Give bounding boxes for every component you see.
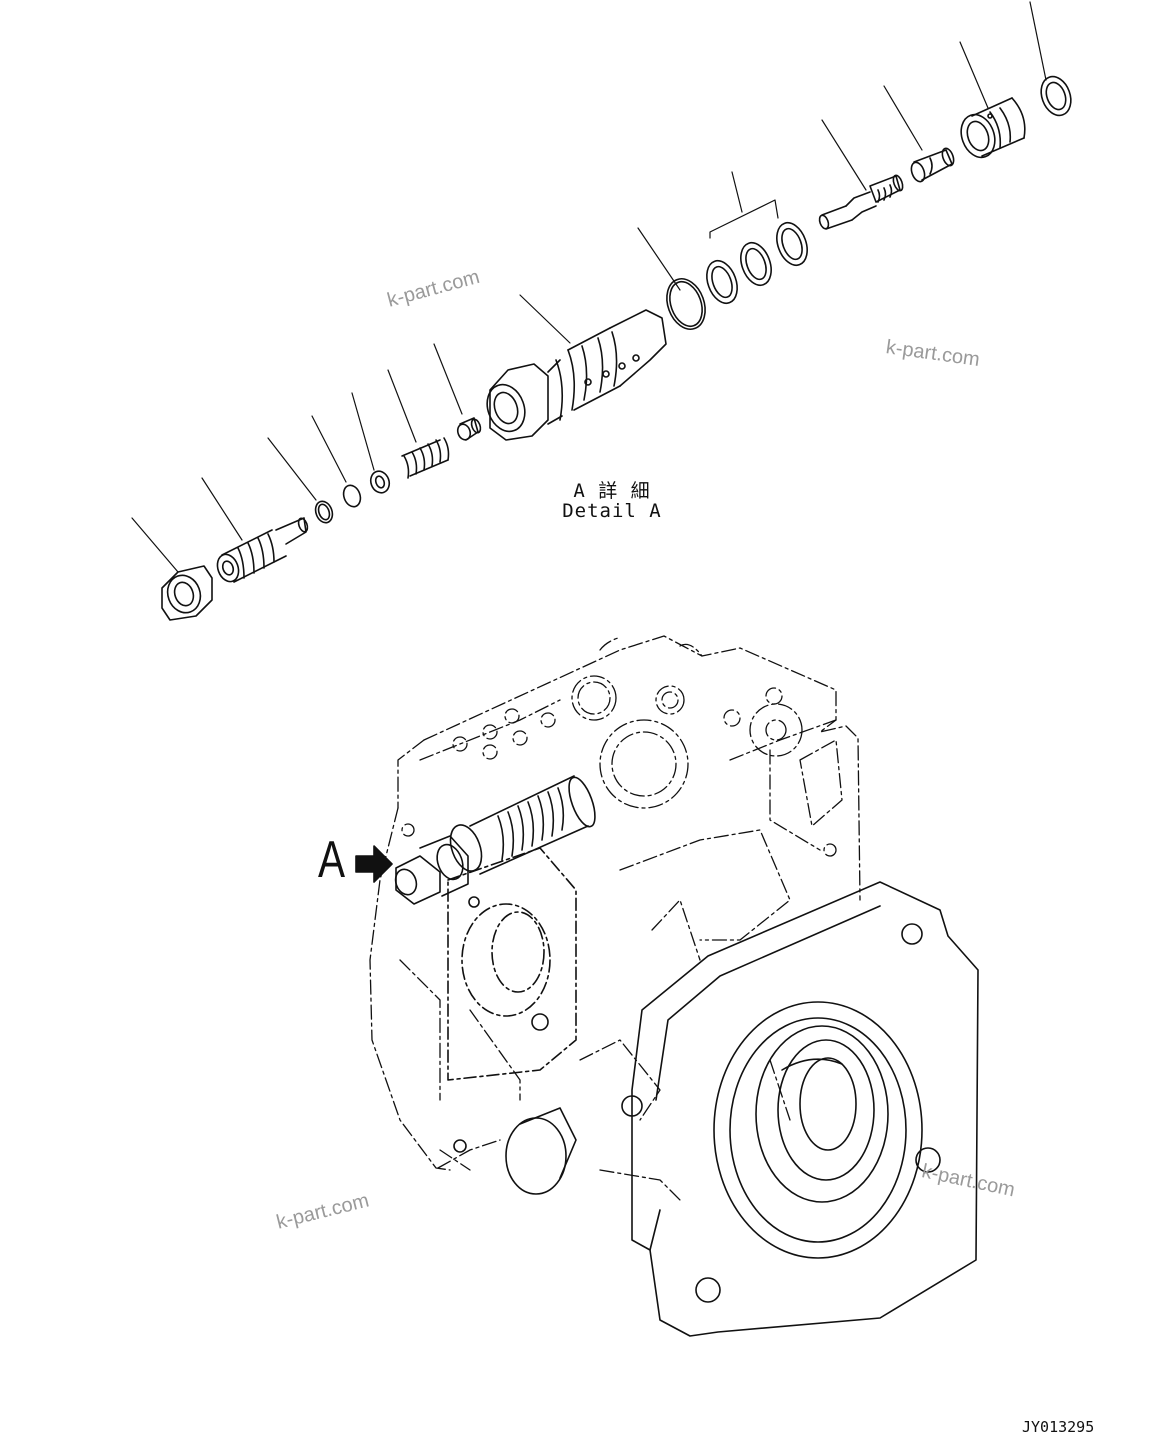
pump-assembly — [369, 635, 979, 1337]
o-ring-large-inner — [669, 280, 703, 328]
retaining-ring-inner — [1045, 81, 1067, 111]
view-arrow — [355, 845, 393, 883]
detail-label-japanese: A 詳 細 — [573, 480, 651, 502]
o-ring-large — [666, 278, 706, 330]
detail-label-english: Detail A — [562, 500, 662, 522]
piston — [910, 147, 955, 183]
small-plug — [456, 417, 482, 441]
view-callout-letter: A — [318, 831, 346, 889]
installed-valve — [394, 775, 596, 905]
bushing — [960, 97, 1026, 159]
spring — [401, 437, 450, 479]
valve-body — [486, 309, 667, 441]
hex-nut — [161, 565, 213, 621]
spool — [818, 174, 904, 230]
retaining-ring — [1040, 75, 1072, 117]
adjusting-screw — [216, 517, 309, 583]
drawing-code: JY013295 — [1022, 1418, 1095, 1436]
washer — [369, 470, 391, 494]
small-ring — [314, 500, 334, 524]
seal-rings — [706, 221, 808, 305]
small-ring-inner — [317, 503, 331, 521]
washer-inner — [374, 475, 386, 489]
o-ring-small — [342, 484, 362, 508]
leader-lines — [131, 1, 1047, 573]
